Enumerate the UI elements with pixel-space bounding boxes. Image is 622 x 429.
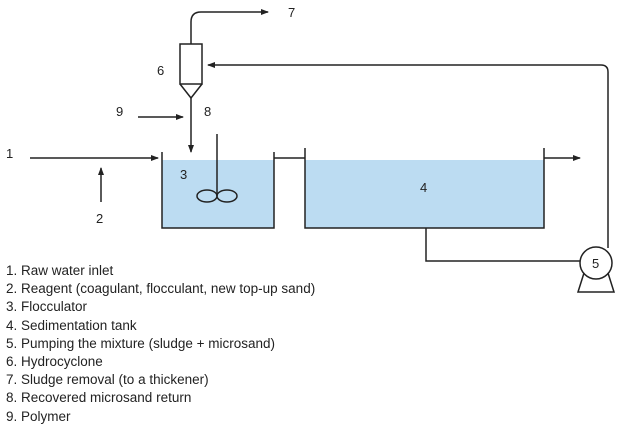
legend-item: 2. Reagent (coagulant, flocculant, new t…	[6, 281, 316, 297]
legend: 1. Raw water inlet 2. Reagent (coagulant…	[6, 262, 315, 426]
callout-1: 1	[6, 146, 13, 161]
sedimentation-tank	[304, 148, 545, 229]
legend-item: 1. Raw water inlet	[6, 263, 114, 278]
callout-8: 8	[204, 104, 211, 119]
pump-discharge-pipe	[207, 62, 609, 248]
legend-item: 6. Hydrocyclone	[6, 354, 103, 370]
sludge-removal-arrow	[190, 9, 269, 44]
hydrocyclone-icon	[179, 43, 203, 100]
legend-item: 4. Sedimentation tank	[6, 317, 137, 333]
callout-2: 2	[96, 211, 103, 226]
callout-5: 5	[592, 256, 599, 271]
callout-3: 3	[180, 167, 187, 182]
callout-7: 7	[288, 5, 295, 20]
pump-icon	[576, 246, 616, 293]
sludge-pipe-to-pump	[425, 228, 580, 262]
legend-item: 3. Flocculator	[6, 299, 88, 315]
callout-9: 9	[116, 104, 123, 119]
legend-item: 7. Sludge removal (to a thickener)	[6, 372, 209, 388]
flocculator-mixer-icon	[196, 134, 238, 203]
legend-item: 5. Pumping the mixture (sludge + microsa…	[6, 335, 275, 351]
callout-6: 6	[157, 63, 164, 78]
legend-item: 8. Recovered microsand return	[6, 390, 192, 406]
flocculator-tank	[161, 152, 275, 229]
callout-4: 4	[420, 180, 427, 195]
legend-item: 9. Polymer	[6, 408, 71, 424]
